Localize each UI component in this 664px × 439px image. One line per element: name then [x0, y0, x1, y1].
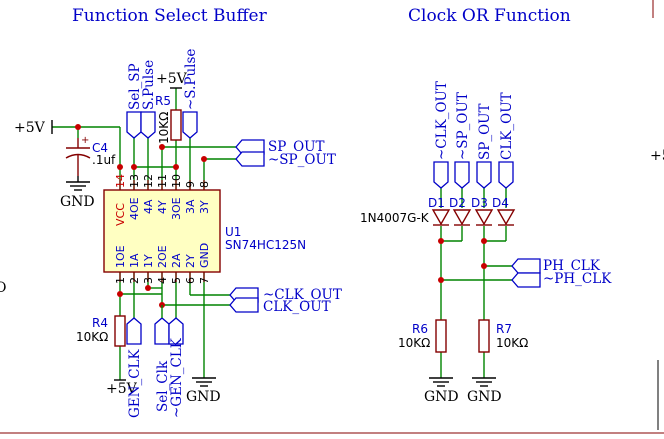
net-flags-horizontal: SP_OUT ~SP_OUT ~CLK_OUT CLK_OUT PH_CLK ~… [229, 139, 612, 315]
net-label-gen-clk: GEN_CLK [127, 349, 143, 418]
ic-pin-num: 14 [114, 174, 127, 188]
offpage-text-left: O [0, 280, 6, 296]
net-label-sp-out-h: SP_OUT [268, 139, 325, 155]
ic-pin-num: 11 [156, 174, 169, 188]
net-label-not-sp-out-h: ~SP_OUT [268, 152, 336, 168]
diode-d4 [496, 209, 516, 226]
diode-array: D1 D2 D3 D4 1N4007G-K [360, 196, 516, 226]
net-label-ph-clk: PH_CLK [543, 258, 601, 274]
ic-pin-num: 4 [156, 277, 169, 284]
capacitor-c4: + C4 .1uf [65, 135, 116, 176]
resistor-r7-value: 10KΩ [496, 336, 528, 350]
cap-c4-value: .1uf [92, 153, 116, 167]
ic-pin-name: 3A [184, 199, 197, 214]
ic-pin-name: 2A [170, 253, 183, 268]
net-label-not-ph-clk: ~PH_CLK [543, 271, 612, 287]
ground-label: GND [186, 389, 221, 405]
power-plus5v-label: +5V [14, 120, 46, 136]
diode-d2 [452, 209, 472, 226]
ic-u1: 14 13 12 11 10 9 8 VCC 4OE 4A 4Y 3OE 3A … [103, 174, 306, 284]
title-clock-or-function: Clock OR Function [408, 6, 571, 26]
net-label-sp-out: SP_OUT [477, 103, 493, 160]
net-label-s-pulse: S.Pulse [141, 60, 157, 110]
ic-pin-num: 5 [170, 277, 183, 284]
net-flags-bottom: GEN_CLK Sel_Clk ~GEN_CLK [126, 305, 185, 418]
ground-symbol-c4: GND [60, 176, 95, 210]
ground-label: GND [60, 194, 95, 210]
ic-pin-name: 4Y [156, 200, 169, 214]
resistor-r5-value: 10KΩ [157, 112, 171, 144]
ic-pin-num: 6 [184, 277, 197, 284]
power-plus5v-r4: +5V [106, 379, 138, 397]
ic-pin-num: 12 [142, 174, 155, 188]
ic-pin-name: 1OE [114, 245, 127, 268]
ic-pin-num: 3 [142, 277, 155, 284]
net-label-not-clk-out: ~CLK_OUT [434, 81, 450, 160]
ic-pin-name: 2Y [184, 254, 197, 268]
ic-pin-name: 4A [142, 199, 155, 214]
ic-pin-name: 3Y [198, 200, 211, 214]
ground-symbol-r6: GND [424, 377, 459, 405]
diode-d1-ref: D1 [428, 196, 445, 210]
net-label-not-clk-out-h: ~CLK_OUT [263, 287, 342, 303]
power-plus5v-r5: +5V [156, 71, 188, 89]
power-plus5v-label: +5V [156, 71, 188, 87]
net-label-not-sp-out: ~SP_OUT [455, 92, 471, 160]
ground-label: GND [467, 389, 502, 405]
net-flags-or-top: ~CLK_OUT ~SP_OUT SP_OUT CLK_OUT [433, 81, 515, 189]
ic-pin-name: 3OE [170, 197, 183, 220]
cap-polarity-plus: + [81, 135, 89, 146]
ic-u1-part: SN74HC125N [225, 238, 306, 252]
resistor-r4: R4 10KΩ [76, 315, 126, 347]
power-plus5v-left: +5V [14, 120, 53, 136]
net-flags-top: Sel_SP S.Pulse ~S.Pulse [126, 49, 199, 139]
diode-d1 [431, 209, 451, 226]
net-label-not-s-pulse: ~S.Pulse [183, 49, 199, 110]
net-label-clk-out: CLK_OUT [499, 92, 515, 160]
resistor-r6: R6 10KΩ [398, 319, 447, 353]
resistor-r5-ref: R5 [155, 94, 171, 108]
resistor-r6-value: 10KΩ [398, 336, 430, 350]
ic-pin-num: 2 [128, 277, 141, 284]
resistor-r4-value: 10KΩ [76, 330, 108, 344]
ic-pin-num: 1 [114, 277, 127, 284]
ic-pin-num: 13 [128, 174, 141, 188]
ic-pin-num: 7 [198, 277, 211, 284]
net-label-sel-clk: Sel_Clk [155, 360, 171, 412]
resistor-r4-ref: R4 [92, 316, 108, 330]
resistor-r7: R7 10KΩ [478, 319, 528, 353]
ic-pin-name-vcc: VCC [114, 203, 127, 226]
offpage-text-right: +5 [650, 148, 664, 164]
ic-pin-name-gnd: GND [198, 243, 211, 268]
net-label-clk-out-h: CLK_OUT [263, 299, 331, 315]
ground-symbol-u1: GND [186, 377, 221, 405]
net-label-not-gen-clk: ~GEN_CLK [169, 337, 185, 418]
diode-d3 [474, 209, 494, 226]
resistor-r6-ref: R6 [412, 322, 428, 336]
diode-d4-ref: D4 [492, 196, 509, 210]
ground-label: GND [424, 389, 459, 405]
ground-symbol-r7: GND [467, 377, 502, 405]
ic-pin-name: 4OE [128, 197, 141, 220]
cap-c4-ref: C4 [92, 141, 108, 155]
resistor-r7-ref: R7 [496, 322, 512, 336]
junctions [75, 124, 487, 308]
ic-pin-num: 9 [184, 181, 197, 188]
ic-pin-name: 1A [128, 253, 141, 268]
resistor-r5: R5 10KΩ [155, 94, 182, 144]
net-label-sel-sp: Sel_SP [127, 63, 143, 110]
diode-d2-ref: D2 [449, 196, 466, 210]
ic-pin-num: 8 [198, 181, 211, 188]
ic-pin-name: 2OE [156, 245, 169, 268]
title-function-select-buffer: Function Select Buffer [72, 6, 268, 26]
power-plus5v-label: +5V [106, 381, 138, 397]
ic-pin-name: 1Y [142, 254, 155, 268]
ic-u1-body [103, 189, 221, 273]
diode-part-number: 1N4007G-K [360, 211, 430, 225]
ic-u1-ref: U1 [225, 225, 241, 239]
diode-d3-ref: D3 [471, 196, 488, 210]
ic-pin-num: 10 [170, 174, 183, 188]
wires-buffer [52, 88, 242, 380]
